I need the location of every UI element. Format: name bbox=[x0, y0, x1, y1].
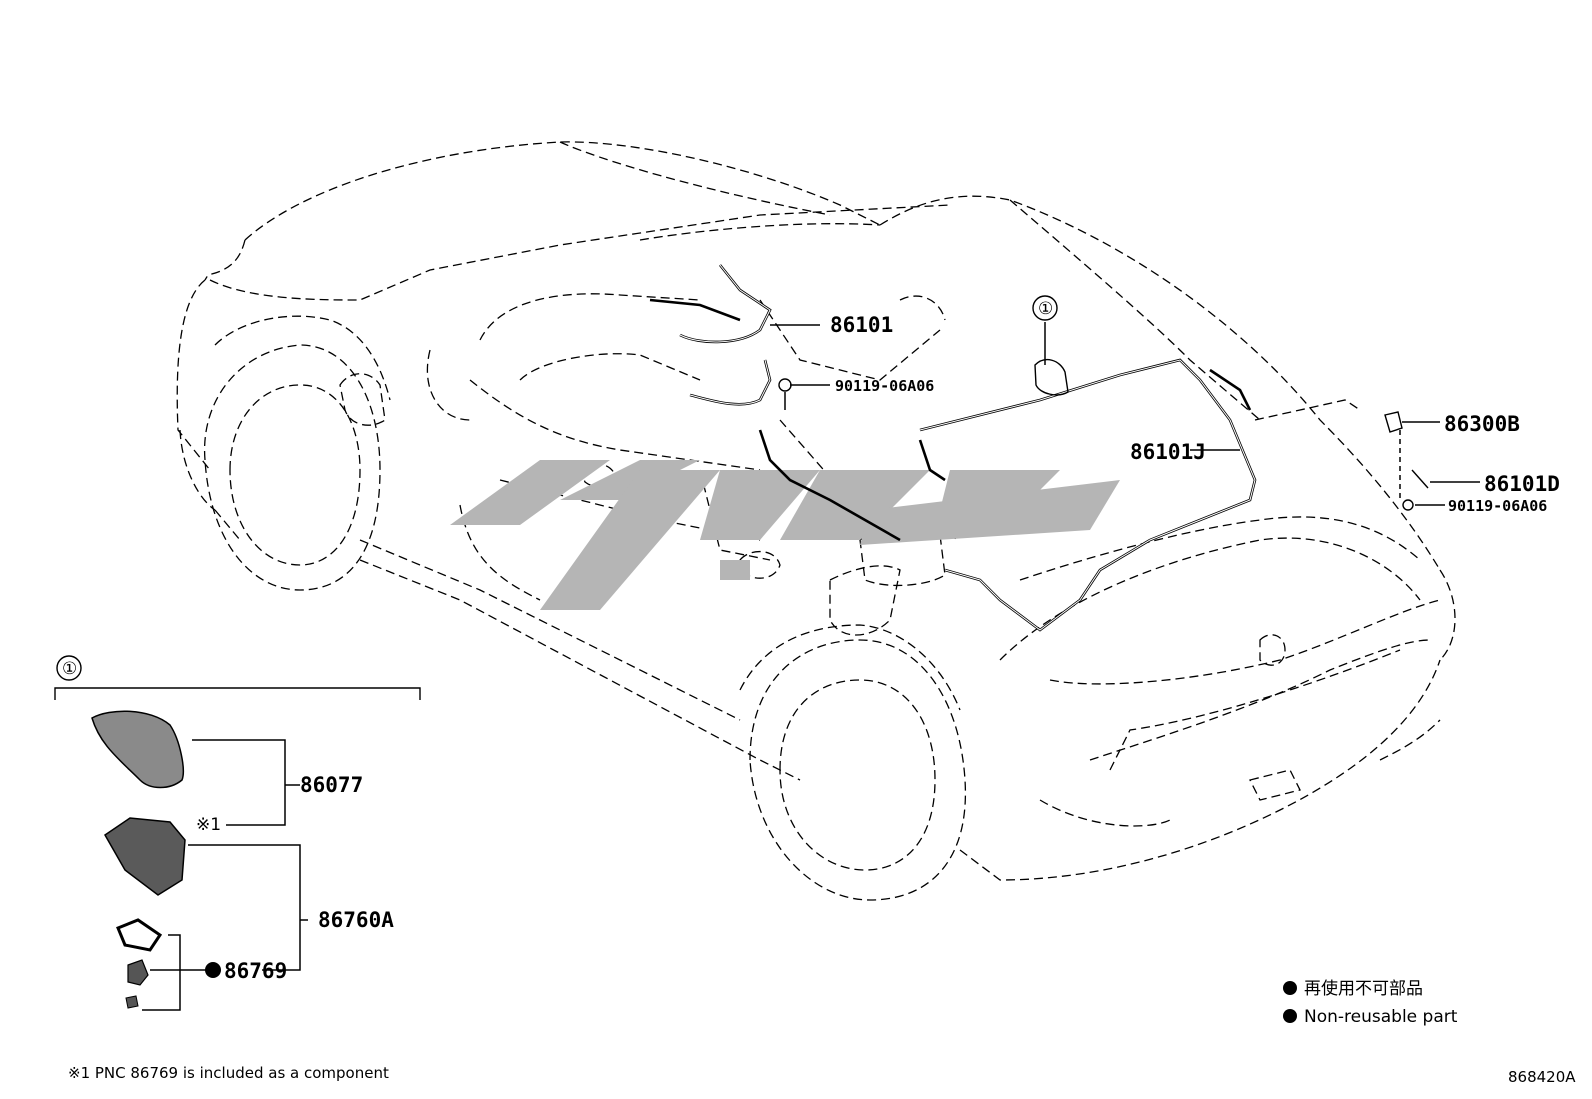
note-marker-1: ※1 bbox=[196, 815, 221, 835]
label-90119-right: 90119-06A06 bbox=[1448, 497, 1547, 515]
shark-fin-antenna bbox=[1034, 358, 1069, 396]
antenna-amplifier-86300B bbox=[1384, 411, 1403, 433]
diagram-code: 868420A bbox=[1508, 1068, 1576, 1086]
harness-86101J-wiring bbox=[918, 358, 1257, 601]
label-90119-top: 90119-06A06 bbox=[835, 377, 934, 395]
inset-marker-text: ① bbox=[62, 659, 77, 679]
antenna-assembly-86760A bbox=[104, 817, 186, 896]
label-86101J: 86101J bbox=[1130, 440, 1206, 464]
harness-86101-wiring bbox=[649, 264, 1081, 632]
callout-marker-inset bbox=[56, 655, 82, 681]
bolt-90119-right bbox=[1402, 499, 1414, 511]
footnote: ※1 PNC 86769 is included as a component bbox=[68, 1064, 389, 1082]
label-86760A: 86760A bbox=[318, 908, 394, 932]
label-86300B: 86300B bbox=[1444, 412, 1520, 436]
label-86101D: 86101D bbox=[1484, 472, 1560, 496]
watermark-logo bbox=[450, 460, 1120, 610]
bolt-90119-top bbox=[778, 378, 792, 392]
legend: 再使用不可部品 Non-reusable part bbox=[1283, 978, 1458, 1027]
detail-inset: 86077 ※1 86760A 86769 bbox=[54, 655, 421, 1011]
label-86101: 86101 bbox=[830, 313, 893, 337]
screw bbox=[125, 995, 139, 1009]
non-reusable-dot-86769 bbox=[205, 962, 221, 978]
clip-86769 bbox=[127, 959, 149, 986]
label-86077: 86077 bbox=[300, 773, 363, 797]
callout-marker-main: ① bbox=[1032, 295, 1058, 321]
antenna-cord-86101D bbox=[1411, 469, 1429, 489]
antenna-cover-86077 bbox=[91, 710, 184, 789]
leader-lines bbox=[770, 322, 1480, 506]
legend-english: Non-reusable part bbox=[1304, 1007, 1458, 1027]
svg-text:①: ① bbox=[1038, 299, 1053, 319]
label-86769: 86769 bbox=[224, 959, 287, 983]
gasket bbox=[116, 918, 163, 952]
legend-japanese: 再使用不可部品 bbox=[1304, 978, 1423, 999]
